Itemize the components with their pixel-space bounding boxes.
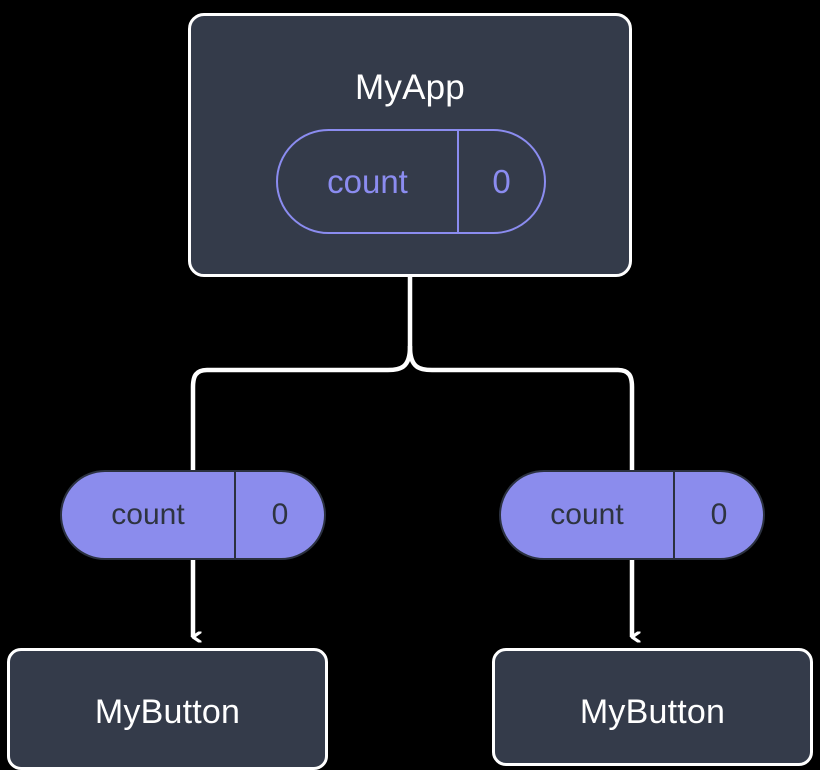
state-pill-root[interactable]: count 0 <box>276 129 546 234</box>
node-mybutton-right[interactable]: MyButton <box>492 648 813 766</box>
state-pill-left-key: count <box>111 498 185 531</box>
state-pill-right-value: 0 <box>673 472 763 558</box>
state-pill-right[interactable]: count 0 <box>499 470 765 560</box>
state-pill-root-key: count <box>327 162 408 200</box>
node-mybutton-right-label: MyButton <box>579 693 726 731</box>
state-pill-left-value: 0 <box>234 472 324 558</box>
state-pill-root-value: 0 <box>457 131 544 232</box>
connector-branch-right <box>407 344 635 473</box>
connector-branch-left <box>190 344 413 473</box>
node-mybutton-left[interactable]: MyButton <box>7 648 328 770</box>
state-pill-left[interactable]: count 0 <box>60 470 326 560</box>
state-pill-right-key: count <box>550 498 624 531</box>
node-myapp-label: MyApp <box>355 68 465 107</box>
node-mybutton-left-label: MyButton <box>94 693 241 731</box>
